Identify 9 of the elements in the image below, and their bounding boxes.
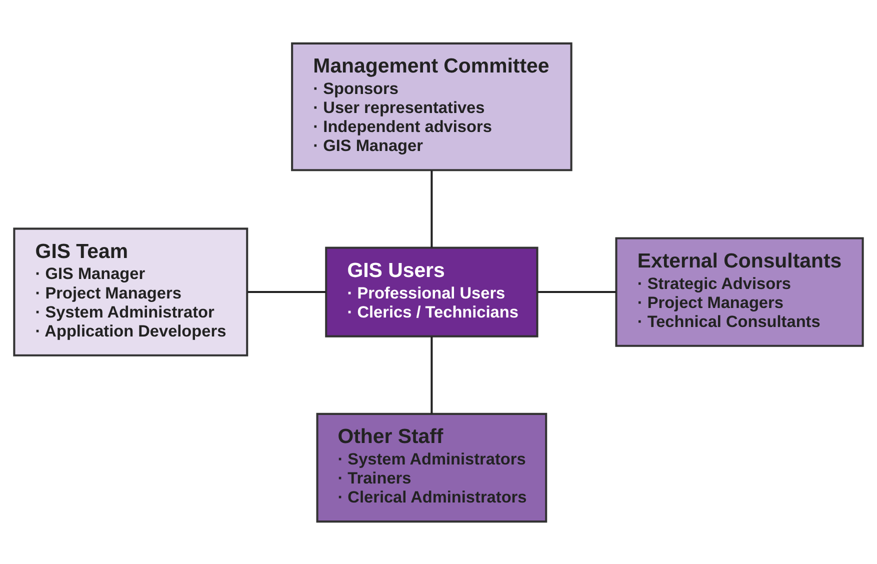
node-box: Other Staff · System Administrators · Trainers · Clerical Administrators xyxy=(316,412,548,522)
node-box: GIS Users · Professional Users · Clerics / Technicians xyxy=(325,246,538,337)
node-box: Management Committee · Sponsors · User representatives · Independent advisors · GIS Manager xyxy=(291,42,572,171)
connector xyxy=(430,170,433,248)
node-box: External Consultants · Strategic Advisors · Project Managers · Technical Consultants xyxy=(615,236,864,346)
connector xyxy=(430,336,433,414)
connector xyxy=(248,290,326,293)
node-box: GIS Team · GIS Manager · Project Managers · System Administrator · Application Developers xyxy=(13,227,248,356)
connector xyxy=(538,290,616,293)
